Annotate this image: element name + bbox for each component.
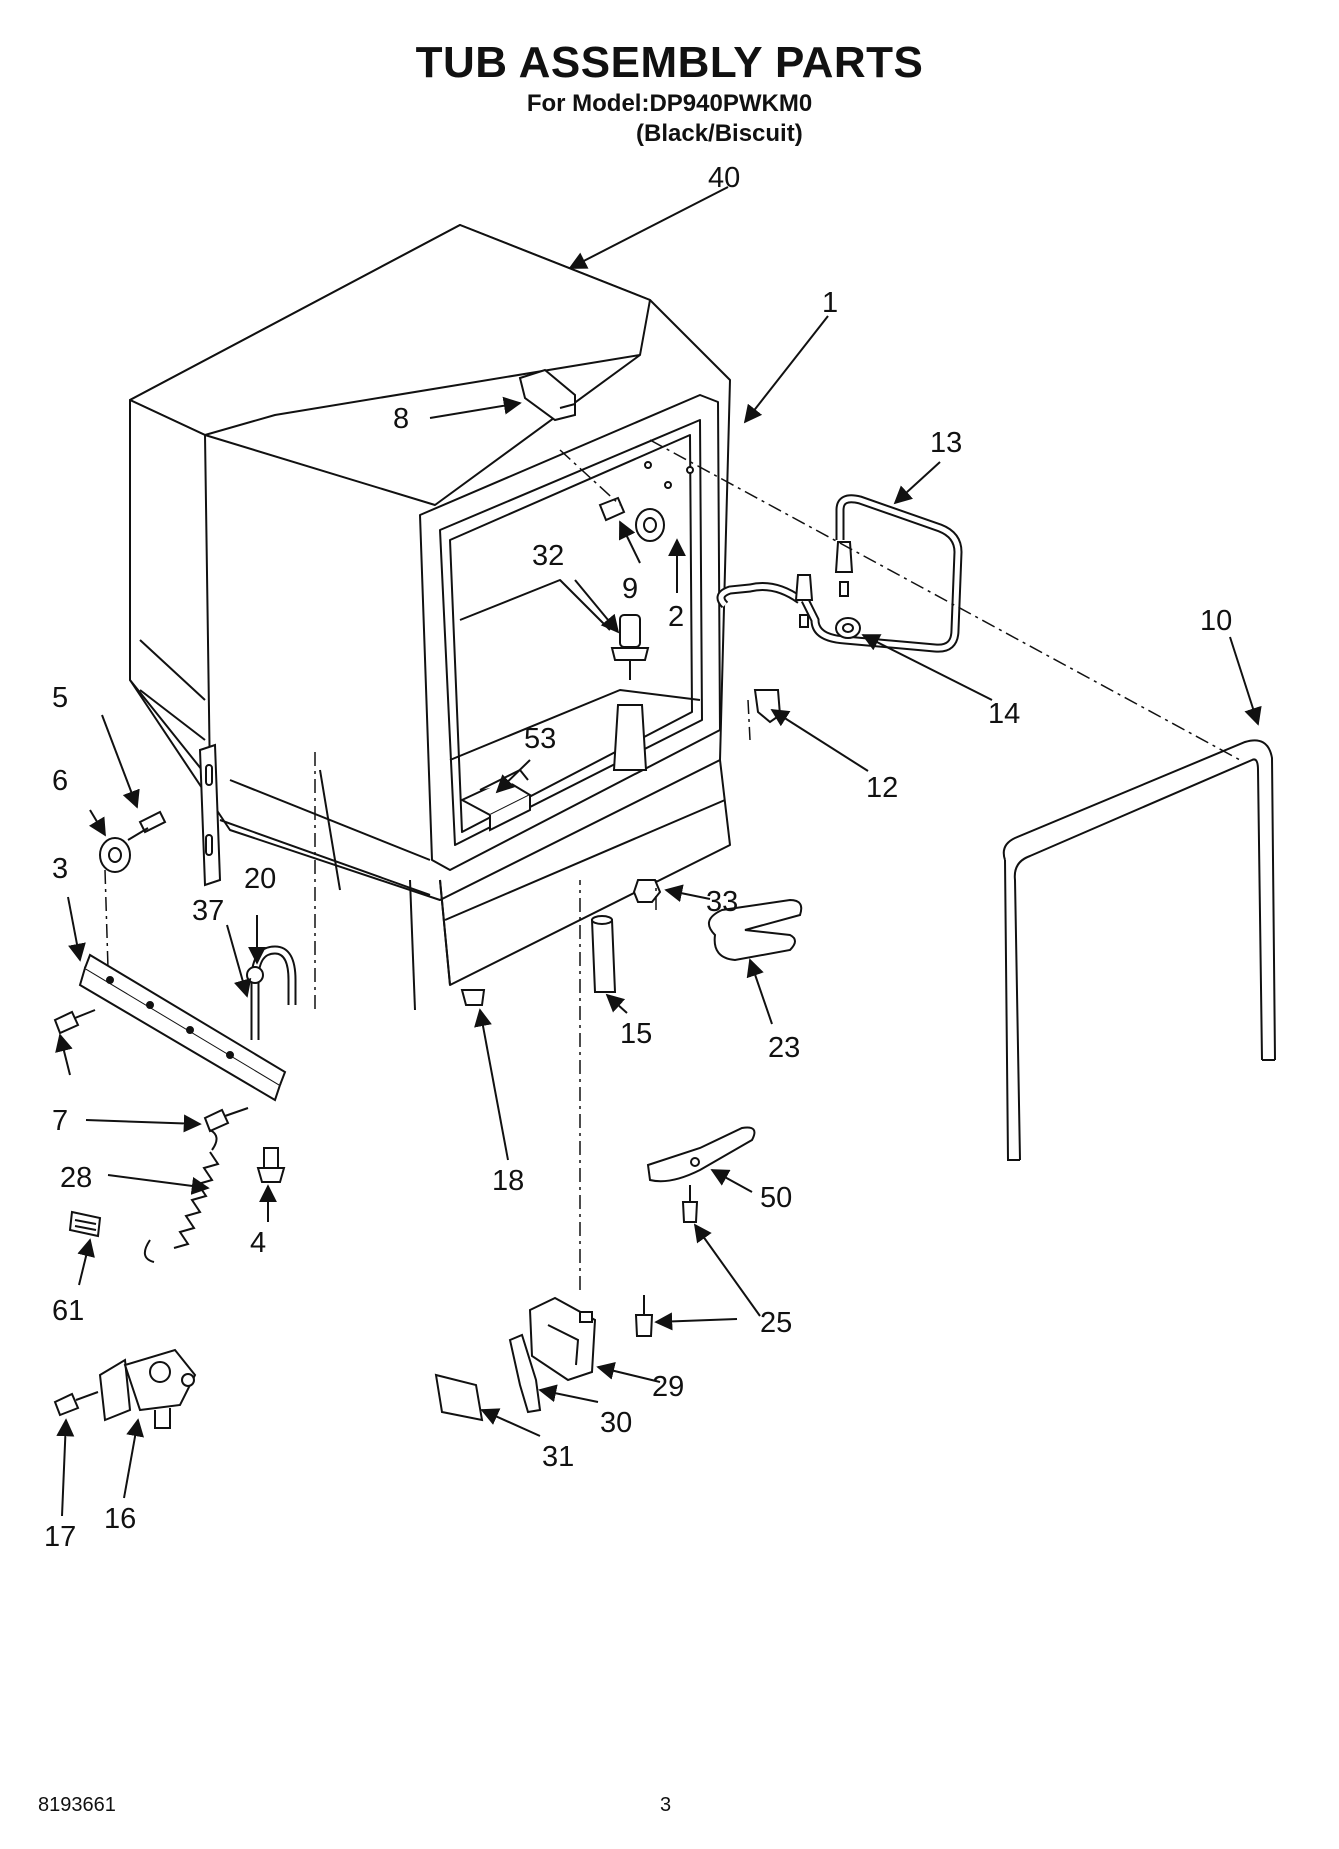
callout-53: 53	[524, 723, 556, 755]
part-16-valve	[98, 1348, 197, 1429]
callout-61: 61	[52, 1295, 84, 1327]
part-4-leveling-leg	[256, 1147, 286, 1183]
callout-30: 30	[600, 1407, 632, 1439]
part-5-screw	[127, 810, 167, 841]
model-line: For Model:DP940PWKM0	[526, 90, 813, 117]
part-12-clip	[753, 689, 782, 724]
part-15-spacer	[590, 915, 617, 993]
part-32-spray-tower	[610, 614, 650, 771]
page-number: 3	[660, 1794, 672, 1816]
callout-labels: 40 1 8 13 32 9 2 10 5 53 14 12 6 3 20 37…	[44, 162, 1232, 1553]
part-7-screw-upper	[53, 1009, 96, 1035]
callout-1: 1	[822, 287, 838, 319]
part-10-gasket	[1002, 739, 1276, 1161]
part-20-clamp	[246, 966, 264, 984]
assembly-guide-lines	[104, 439, 1241, 1290]
callout-6: 6	[52, 765, 68, 797]
callout-32: 32	[532, 540, 564, 572]
callout-13: 13	[930, 427, 962, 459]
callout-12: 12	[866, 772, 898, 804]
part-7-screw-lower	[203, 1107, 249, 1133]
part-3-base-rail	[78, 953, 287, 1102]
part-8-latch	[518, 368, 576, 422]
part-13-connectors	[794, 541, 854, 628]
variant-line: (Black/Biscuit)	[636, 120, 803, 147]
part-50-bracket	[646, 1126, 756, 1183]
callout-10: 10	[1200, 605, 1232, 637]
callout-8: 8	[393, 403, 409, 435]
callout-33: 33	[706, 886, 738, 918]
callout-4: 4	[250, 1227, 266, 1259]
page-title: TUB ASSEMBLY PARTS	[415, 38, 924, 87]
callout-14: 14	[988, 698, 1020, 730]
callout-9: 9	[622, 573, 638, 605]
callout-15: 15	[620, 1018, 652, 1050]
callout-16: 16	[104, 1503, 136, 1535]
callout-7: 7	[52, 1105, 68, 1137]
callout-23: 23	[768, 1032, 800, 1064]
part-33-nut	[632, 879, 662, 903]
part-37-drain-tube	[250, 945, 297, 1040]
part-31-cover	[434, 1373, 484, 1422]
part-18-foot	[460, 989, 486, 1006]
part-9-screw	[598, 496, 626, 522]
callout-3: 3	[52, 853, 68, 885]
callout-37: 37	[192, 895, 224, 927]
callout-31: 31	[542, 1441, 574, 1473]
part-25-screw-lower	[634, 1295, 654, 1337]
part-28-spring	[143, 1129, 220, 1263]
part-6-washer	[99, 837, 131, 873]
part-17-screw	[53, 1391, 99, 1417]
callout-40: 40	[708, 162, 740, 194]
part-bracket-left	[198, 743, 222, 887]
callout-2: 2	[668, 601, 684, 633]
leader-arrows	[55, 186, 1262, 1517]
callout-17: 17	[44, 1521, 76, 1553]
callout-25: 25	[760, 1307, 792, 1339]
part-30-lever	[508, 1333, 542, 1414]
part-61-clip	[68, 1210, 102, 1238]
callout-5: 5	[52, 682, 68, 714]
part-14-grommet	[835, 617, 861, 639]
part-25-screw-upper	[681, 1185, 699, 1223]
callout-28: 28	[60, 1162, 92, 1194]
part-23-clamp	[707, 898, 803, 962]
callout-50: 50	[760, 1182, 792, 1214]
document-number: 8193661	[38, 1794, 116, 1816]
part-2-vent	[635, 461, 694, 542]
callout-18: 18	[492, 1165, 524, 1197]
part-29-latch-housing	[528, 1296, 597, 1382]
callout-29: 29	[652, 1371, 684, 1403]
callout-20: 20	[244, 863, 276, 895]
